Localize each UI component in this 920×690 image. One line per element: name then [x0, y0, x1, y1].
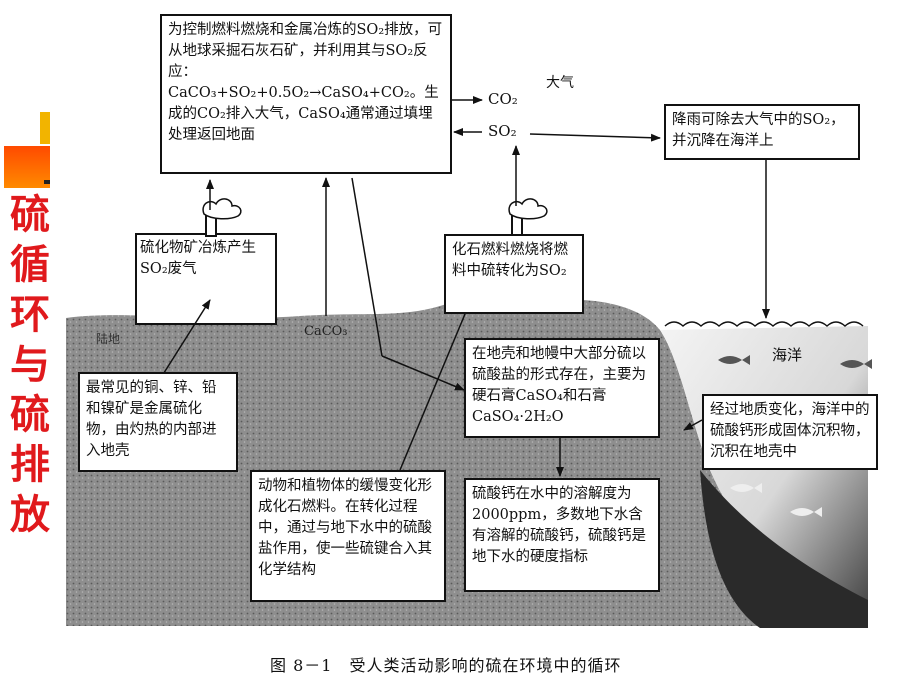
solubility-box: 硫酸钙在水中的溶解度为2000ppm，多数地下水含有溶解的硫酸钙，硫酸钙是地下水… [464, 478, 660, 592]
flow-arrows [161, 96, 770, 477]
title-accent-mark [44, 180, 50, 184]
biological-fossil-box: 动物和植物体的缓慢变化形成化石燃料。在转化过程中，通过与地下水中的硫酸盐作用，使… [250, 470, 446, 602]
side-title: 硫 循 环 与 硫 排 放 [8, 190, 52, 540]
co2-label: CO₂ [488, 90, 518, 108]
crust-sulfate-box: 在地壳和地幔中大部分硫以硫酸盐的形式存在，主要为硬石膏CaSO₄和石膏 CaSO… [464, 338, 660, 438]
caco3-label: CaCO₃ [304, 324, 348, 339]
ocean-label: 海洋 [772, 346, 803, 364]
side-title-char: 放 [10, 492, 50, 538]
land-label: 陆地 [96, 332, 121, 346]
title-accent-block [4, 146, 50, 188]
side-title-char: 排 [10, 442, 50, 488]
side-title-char: 环 [10, 292, 50, 338]
title-accent-bar [40, 112, 50, 144]
sea-waves [664, 321, 864, 328]
ocean-sediment-box: 经过地质变化，海洋中的硫酸钙形成固体沉积物，沉积在地壳中 [702, 394, 878, 470]
side-title-char: 硫 [10, 192, 50, 238]
so2-label: SO₂ [488, 122, 517, 140]
figure-caption: 图 8－1 受人类活动影响的硫在环境中的循环 [270, 656, 622, 675]
fish-group [718, 355, 872, 517]
seabed-dark [700, 470, 868, 628]
metal-sulfide-box: 最常见的铜、锌、铅和镍矿是金属硫化物，由灼热的内部进入地壳 [78, 372, 238, 472]
power-smoke [508, 198, 548, 220]
side-title-char: 硫 [10, 392, 50, 438]
rain-removal-box: 降雨可除去大气中的SO₂，并沉降在海洋上 [664, 104, 860, 160]
atmosphere-label: 大气 [546, 75, 574, 91]
side-title-char: 循 [10, 242, 50, 288]
smelting-box: 硫化物矿冶炼产生SO₂废气 [140, 240, 256, 277]
smelter-smoke [202, 198, 242, 220]
fossil-burning-box: 化石燃料燃烧将燃料中硫转化为SO₂ [444, 234, 584, 314]
limestone-control-box: 为控制燃料燃烧和金属冶炼的SO₂排放，可从地球采掘石灰石矿，并利用其与SO₂反应… [160, 14, 452, 174]
side-title-char: 与 [10, 342, 50, 388]
